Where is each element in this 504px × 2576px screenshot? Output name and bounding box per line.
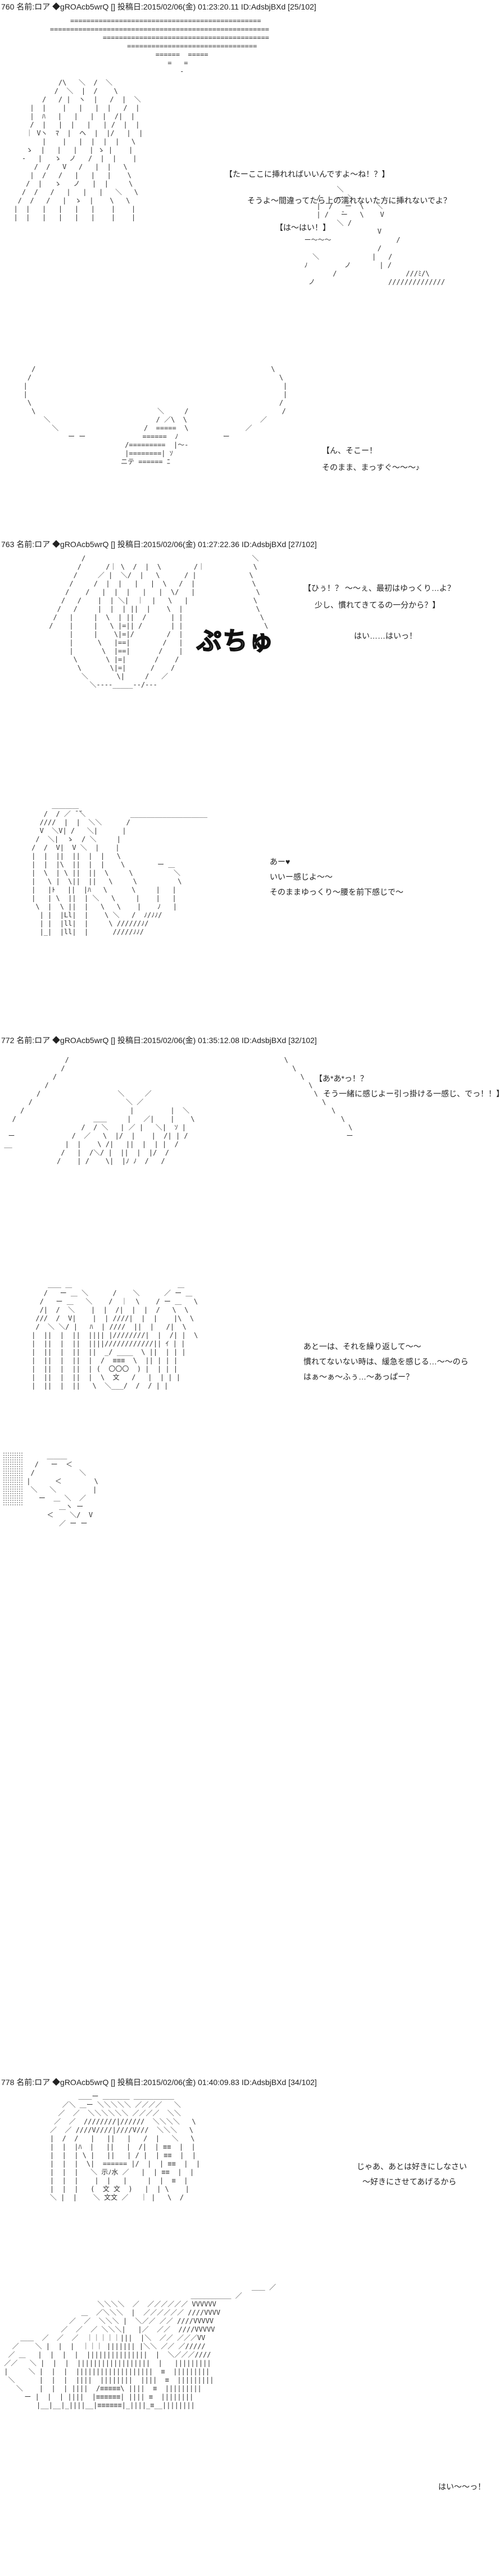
dialogue-line: 【あ*あ*っ！？ (315, 1074, 368, 1083)
ascii-art-lower: / \ / \ | | (23, 365, 288, 466)
ascii-art-figure-lower: ＿＿＿＿ / / ／ ̄ ̄＼ ___________________ ////… (31, 802, 208, 936)
dialogue-line: 【ひぅ！？ 〜〜ぇ、最初はゆっくり…よ？ (303, 584, 455, 593)
dialogue-line: あー♥ (270, 857, 290, 866)
dialogue-line: じゃあ、あとは好きにしなさい (357, 2162, 467, 2171)
ascii-art-figure: /\ ＼ / ＼ / ＼ | / \ / / | ヽ | / | ＼ | | |… (13, 79, 143, 221)
dialogue-line: 〜好きにさせてあげるから (362, 2177, 457, 2186)
ascii-art-figure: / \ / \ / (4, 1056, 353, 1165)
dialogue-line: はい……はいっ！ (354, 631, 417, 640)
dialogue-line: はぁ〜ぁ〜ふぅ…〜あっぱー？ (303, 1372, 414, 1381)
screentone-pattern (3, 1452, 23, 1505)
dialogue-line: あと一は、それを繰り返して〜〜 (303, 1342, 421, 1351)
ascii-art-face-closeup: ＿＿＿ / ー ＜ / ＼ | ＜ \ ＼ ＼ | ー ＿ ＼ ／ ＿ヽ ー ＜… (26, 1452, 98, 1527)
sound-effect: ぷちゅ (196, 626, 275, 656)
ascii-art-figure: ＿＿ー ＿＿＿＿ ＿＿＿＿＿＿ ／＼ ＿ー ＼＼＼＼＼ ／／／／ ＼ ／ ／ ＼… (49, 2092, 201, 2201)
dialogue-line: そのままゆっくり〜腰を前下感じで〜 (270, 888, 403, 896)
post-header: 772 名前:ロア ◆gROAcb5wrQ [] 投稿日:2015/02/06(… (1, 1036, 317, 1045)
dialogue-line: 【ん、そこー！ (322, 446, 377, 455)
post-header: 760 名前:ロア ◆gROAcb5wrQ [] 投稿日:2015/02/06(… (1, 2, 316, 11)
ascii-art-figure-lower: ＿＿ ＿ ＿ / ー ＿ ＼ / ＼ ／ ー ＿ / ー ＿ ＼ / ｜ \ /… (31, 1281, 198, 1390)
dialogue-line: 少し、慣れてきてるの一分から？】 (315, 600, 441, 609)
ascii-art-figure: / ＼ / /｜ \ / | \ /｜ \ / ／ | ＼/ | \ / | \… (49, 554, 269, 689)
ascii-art-top-rule: ========================================… (49, 17, 270, 75)
dialogue-line: いいー感じよ〜〜 (270, 872, 333, 881)
dialogue-line: 【は〜はい！】 (275, 223, 330, 232)
dialogue-line: そう一緒に感じよー引っ掛ける一感じ、でっ！！】 (323, 1089, 504, 1098)
post-header: 763 名前:ロア ◆gROAcb5wrQ [] 投稿日:2015/02/06(… (1, 540, 317, 549)
dialogue-line: はい〜〜っ！ (438, 2482, 485, 2491)
dialogue-line: そのまま、まっすぐ〜〜〜♪ (322, 463, 420, 472)
post-header: 778 名前:ロア ◆gROAcb5wrQ [] 投稿日:2015/02/06(… (1, 2078, 317, 2087)
ascii-art-figure-lower: ＿＿ ／ ＿＿＿＿＿＿ ／ ＼＼＼＼ ／ ／／／／／／ VVVVVV ＿ ／＼＼… (4, 2283, 276, 2409)
dialogue-line: そうよ〜間違ってたら上の濡れないた方に挿れないでよ？ (247, 196, 451, 205)
ascii-art-figure-right: ＼ / ー ＼ | / ー \ ＼ | / ̄ー \ V ＼ / V ー〜〜〜 … (304, 185, 446, 286)
dialogue-line: 【たーここに挿れればいいんですよ〜ね！？】 (225, 170, 390, 179)
dialogue-line: 慣れてないない時は、緩急を感じる…〜〜のら (303, 1357, 469, 1366)
